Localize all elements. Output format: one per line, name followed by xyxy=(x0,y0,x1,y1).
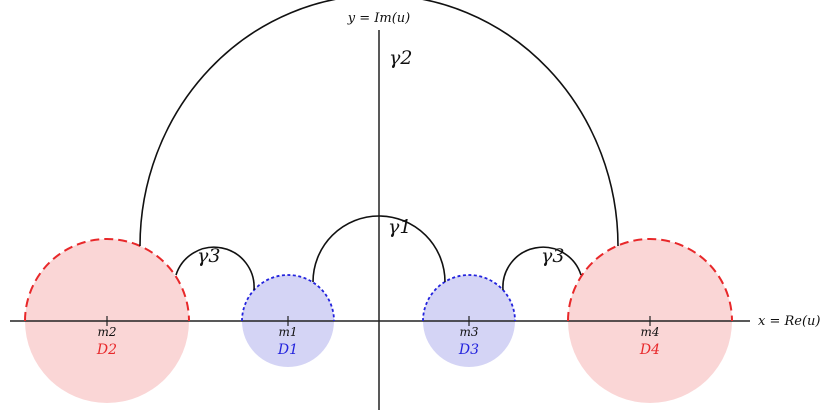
disk-d1-border xyxy=(241,274,335,322)
gamma3-left-arc xyxy=(175,246,255,291)
gamma1-label: γ1 xyxy=(388,216,411,238)
d4-label: D4 xyxy=(639,342,660,358)
d1-label: D1 xyxy=(277,342,298,358)
gamma3-right-label: γ3 xyxy=(541,245,564,267)
disk-d3-border xyxy=(422,274,516,322)
gamma3-right-arc xyxy=(502,246,582,291)
d2-label: D2 xyxy=(96,342,117,358)
gamma1-arc xyxy=(312,215,446,283)
d3-label: D3 xyxy=(458,342,479,358)
m1-label: m1 xyxy=(278,325,297,339)
gamma2-arc xyxy=(139,0,619,247)
m2-label: m2 xyxy=(97,325,116,339)
m4-label: m4 xyxy=(640,325,659,339)
y-axis-label: y = Im(u) xyxy=(347,11,410,26)
gamma3-left-label: γ3 xyxy=(197,245,220,267)
m3-label: m3 xyxy=(459,325,478,339)
disk-d2-border xyxy=(24,238,190,322)
x-axis-label: x = Re(u) xyxy=(758,314,821,329)
disk-d4-border xyxy=(567,238,733,322)
gamma2-label: γ2 xyxy=(389,47,412,69)
